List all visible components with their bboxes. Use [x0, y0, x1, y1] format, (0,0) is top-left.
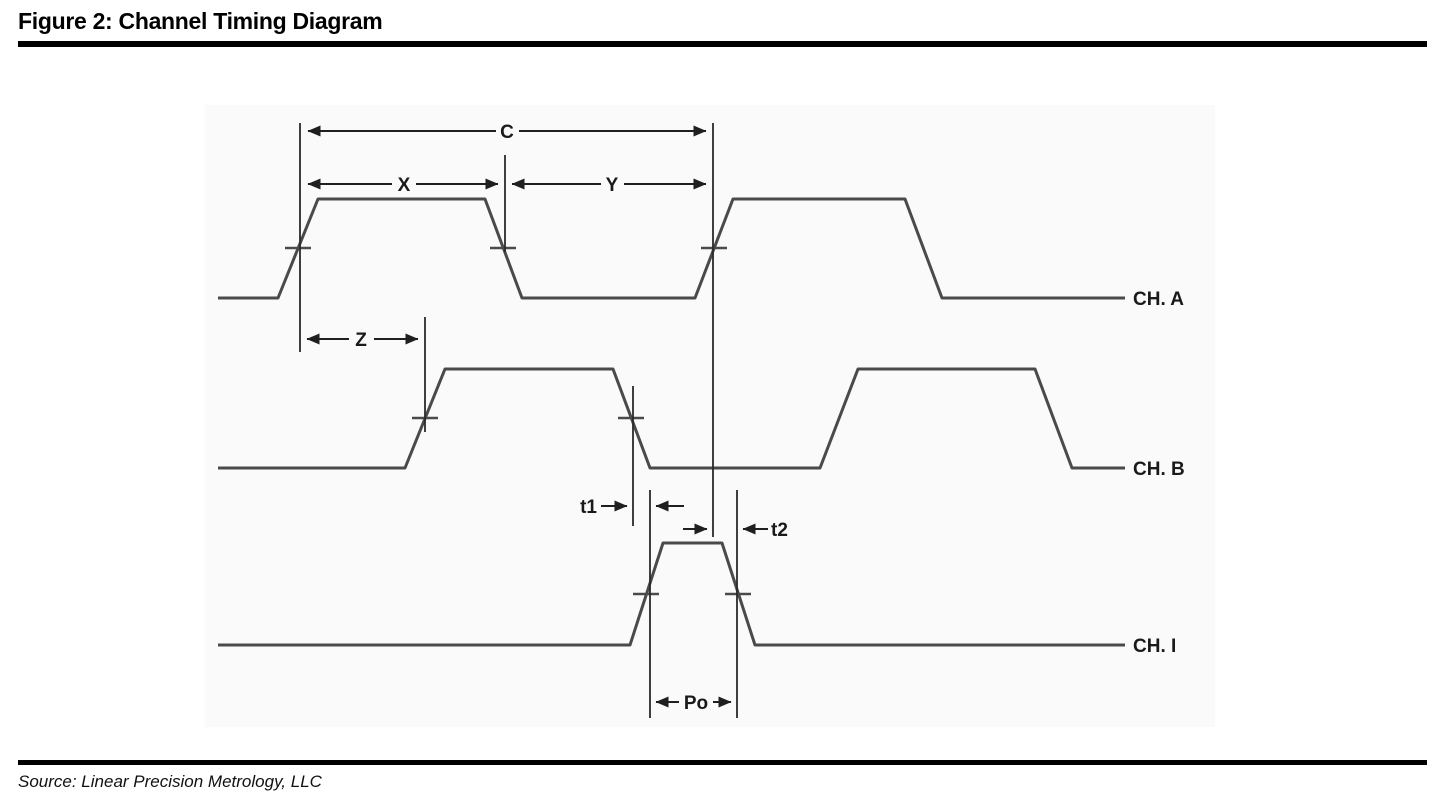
dimension-label-t2: t2: [771, 520, 788, 541]
dimension-label-x: X: [398, 175, 411, 196]
channel-label-a: CH. A: [1133, 289, 1184, 310]
waveform-channel-i: [218, 541, 1125, 647]
dimension-label-c: C: [500, 122, 514, 143]
dimension-label-po: Po: [684, 693, 708, 714]
figure-title: Figure 2: Channel Timing Diagram: [18, 8, 383, 34]
channel-label-i: CH. I: [1133, 636, 1176, 657]
dimension-label-z: Z: [355, 330, 367, 351]
figure-source: Source: Linear Precision Metrology, LLC: [18, 772, 322, 791]
dimension-label-t1: t1: [580, 497, 597, 518]
bottom-rule: [18, 760, 1427, 765]
dimension-label-y: Y: [606, 175, 619, 196]
channel-label-b: CH. B: [1133, 459, 1185, 480]
diagram-panel: [205, 105, 1215, 727]
top-rule: [18, 41, 1427, 47]
